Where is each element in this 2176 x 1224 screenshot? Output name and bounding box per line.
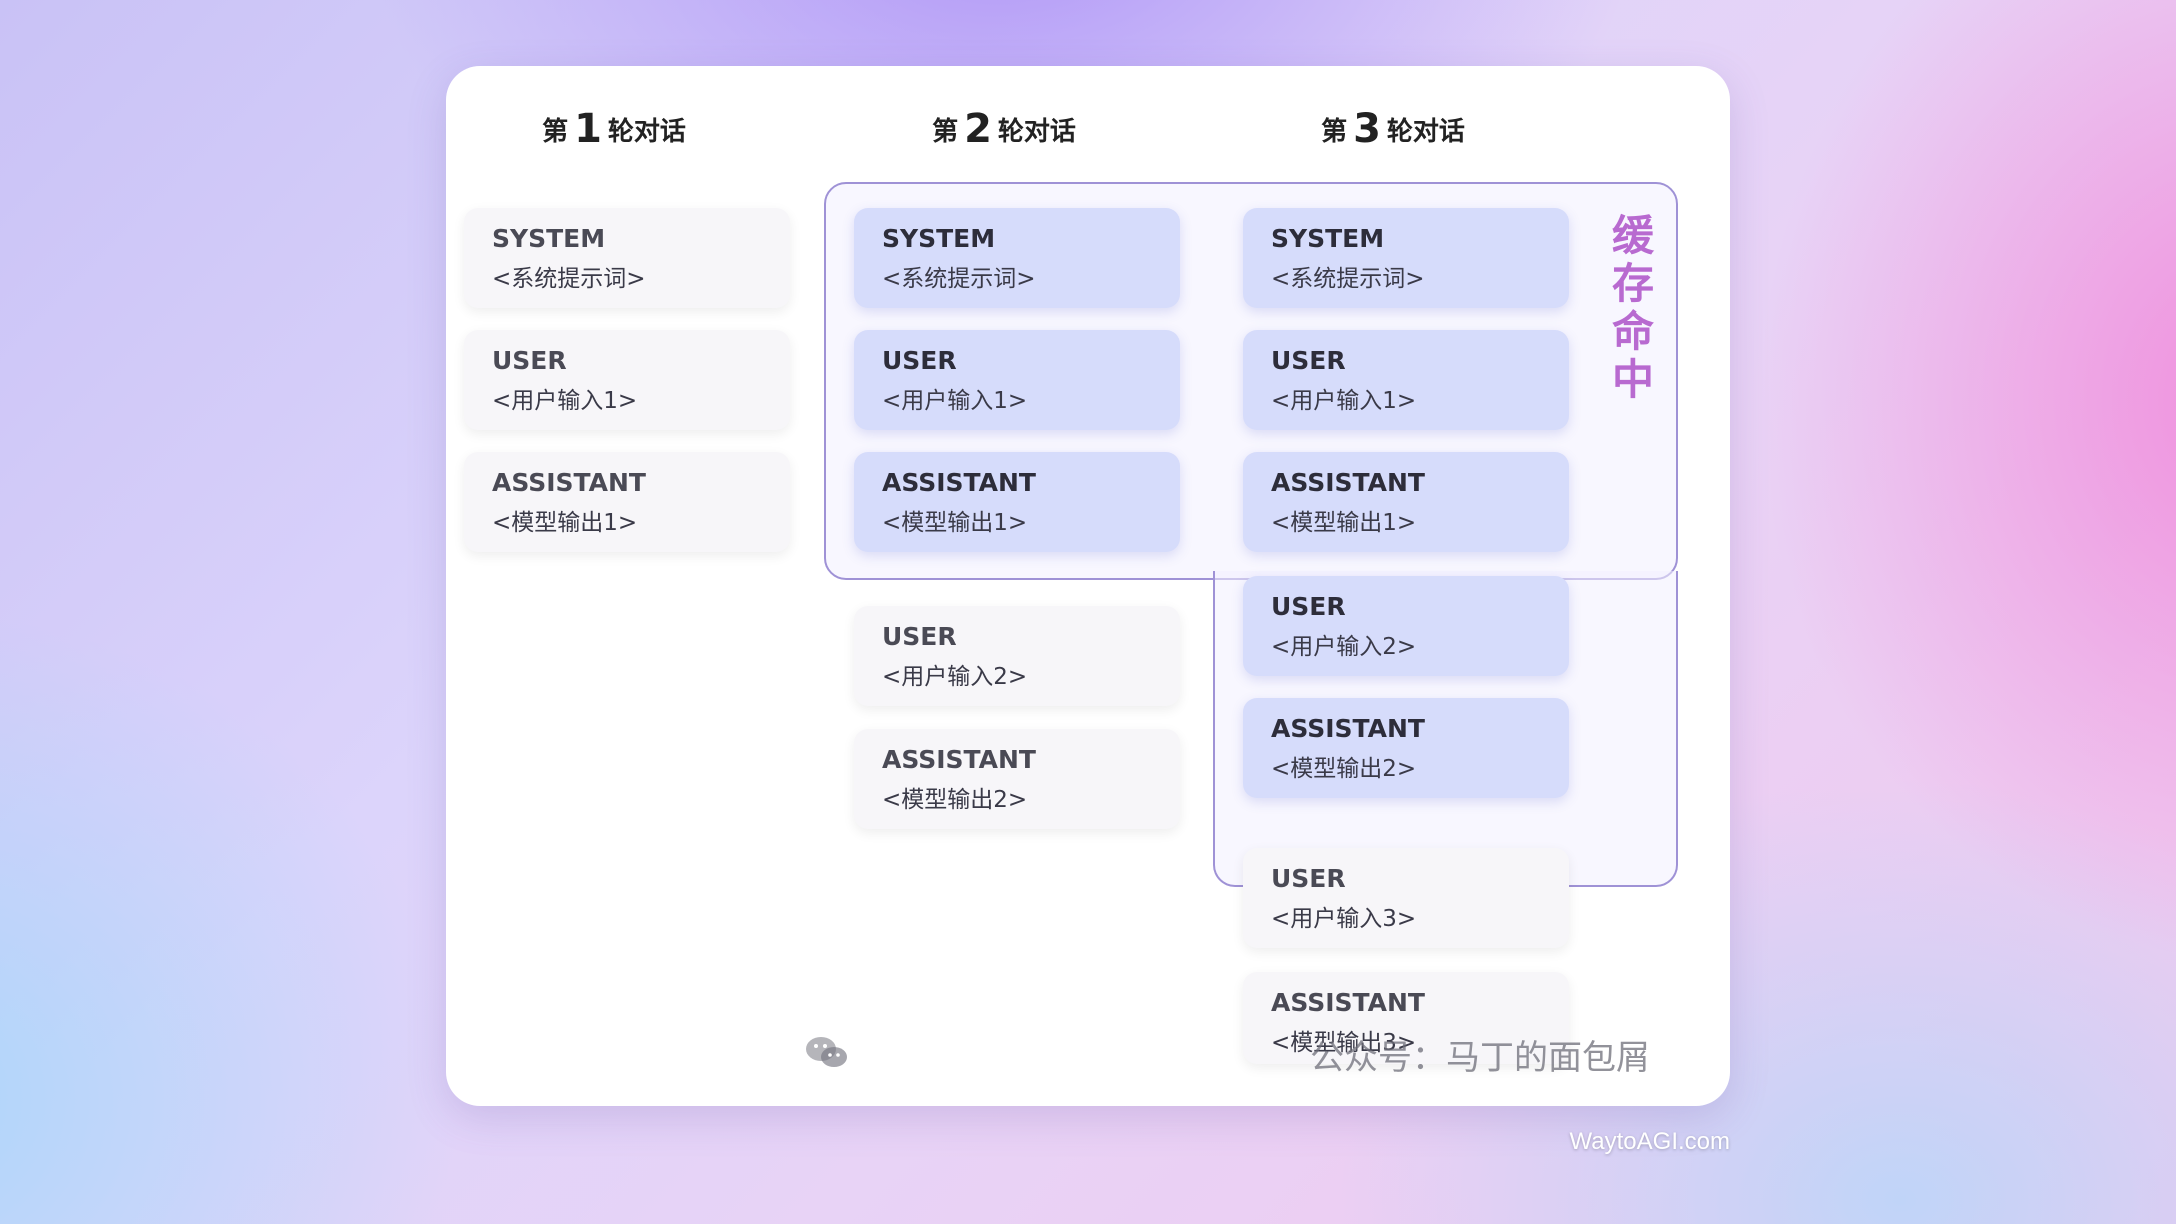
message-card-user-cached: USER <用户输入2> — [1243, 576, 1569, 676]
message-content: <用户输入1> — [882, 388, 1028, 414]
message-content: <模型输出1> — [1271, 510, 1417, 536]
message-role: ASSISTANT — [1271, 714, 1425, 743]
message-content: <用户输入2> — [882, 664, 1028, 690]
cache-hit-label-char: 中 — [1611, 355, 1654, 404]
message-card-assistant-cached: ASSISTANT <模型输出1> — [854, 452, 1180, 552]
message-role: SYSTEM — [882, 224, 996, 253]
message-role: ASSISTANT — [882, 468, 1036, 497]
message-content: <系统提示词> — [882, 266, 1036, 292]
message-content: <模型输出1> — [492, 510, 638, 536]
cache-hit-label-char: 缓 — [1611, 211, 1654, 260]
cache-hit-label: 缓 存 命 中 — [1608, 212, 1658, 404]
message-role: ASSISTANT — [492, 468, 646, 497]
message-content: <用户输入1> — [492, 388, 638, 414]
message-content: <模型输出2> — [882, 787, 1028, 813]
message-role: USER — [1271, 592, 1346, 621]
message-card-user-cached: USER <用户输入1> — [1243, 330, 1569, 430]
message-content: <用户输入2> — [1271, 634, 1417, 660]
message-content: <模型输出1> — [882, 510, 1028, 536]
message-content: <模型输出3> — [1271, 1030, 1417, 1056]
message-card-assistant-cached: ASSISTANT <模型输出2> — [1243, 698, 1569, 798]
wechat-icon — [806, 1037, 847, 1067]
message-content: <用户输入3> — [1271, 906, 1417, 932]
watermark-text: 公众号：马丁的面包屑 — [1310, 1038, 1650, 1078]
message-card-system: SYSTEM <系统提示词> — [464, 208, 790, 308]
cache-hit-label-char: 命 — [1611, 307, 1654, 356]
message-card-user: USER <用户输入1> — [464, 330, 790, 430]
message-card-system-cached: SYSTEM <系统提示词> — [1243, 208, 1569, 308]
message-content: <用户输入1> — [1271, 388, 1417, 414]
message-card-assistant: ASSISTANT <模型输出1> — [464, 452, 790, 552]
message-card-system-cached: SYSTEM <系统提示词> — [854, 208, 1180, 308]
message-role: USER — [1271, 346, 1346, 375]
site-credit: WaytoAGI.com — [1569, 1128, 1730, 1155]
message-role: USER — [882, 346, 957, 375]
message-role: ASSISTANT — [882, 745, 1036, 774]
message-content: <系统提示词> — [492, 266, 646, 292]
message-card-user: USER <用户输入3> — [1243, 848, 1569, 948]
message-role: ASSISTANT — [1271, 468, 1425, 497]
message-role: USER — [492, 346, 567, 375]
message-content: <系统提示词> — [1271, 266, 1425, 292]
message-card-assistant: ASSISTANT <模型输出3> — [1243, 972, 1569, 1064]
message-role: USER — [882, 622, 957, 651]
message-content: <模型输出2> — [1271, 756, 1417, 782]
cache-hit-label-char: 存 — [1611, 259, 1654, 308]
message-role: ASSISTANT — [1271, 988, 1425, 1017]
message-role: USER — [1271, 864, 1346, 893]
message-role: SYSTEM — [492, 224, 606, 253]
message-card-assistant-cached: ASSISTANT <模型输出1> — [1243, 452, 1569, 552]
message-card-user-cached: USER <用户输入1> — [854, 330, 1180, 430]
message-role: SYSTEM — [1271, 224, 1385, 253]
message-card-user: USER <用户输入2> — [854, 606, 1180, 706]
message-card-assistant: ASSISTANT <模型输出2> — [854, 729, 1180, 829]
